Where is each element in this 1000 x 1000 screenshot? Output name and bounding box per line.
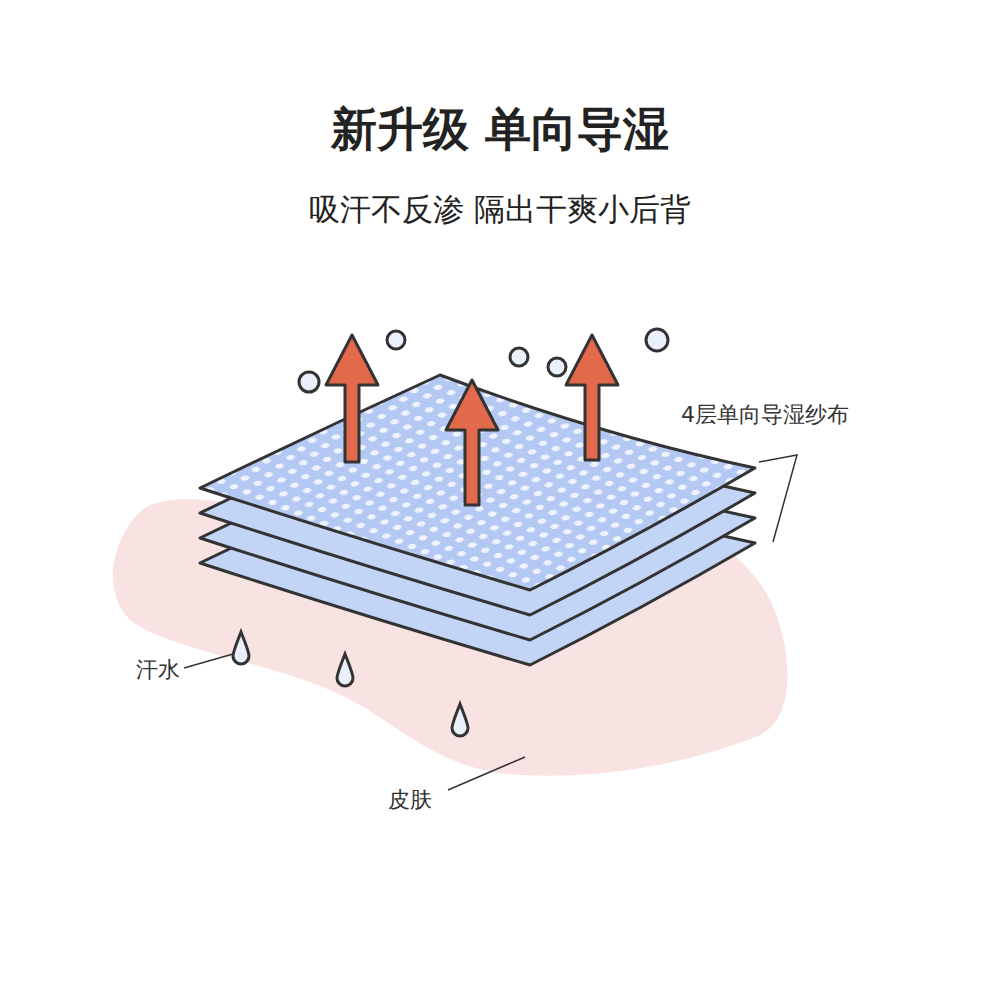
layer-label: 4层单向导湿纱布 <box>681 400 849 430</box>
moisture-arrows <box>326 335 618 505</box>
leader-lines <box>184 455 797 790</box>
skin-label: 皮肤 <box>388 785 432 815</box>
vapor-bubbles <box>299 329 668 392</box>
sweat-drops <box>233 632 468 736</box>
title: 新升级 单向导湿 <box>331 99 669 161</box>
sweat-label: 汗水 <box>136 655 180 685</box>
gauze-layers <box>200 375 755 665</box>
subtitle: 吸汗不反渗 隔出干爽小后背 <box>309 189 691 231</box>
